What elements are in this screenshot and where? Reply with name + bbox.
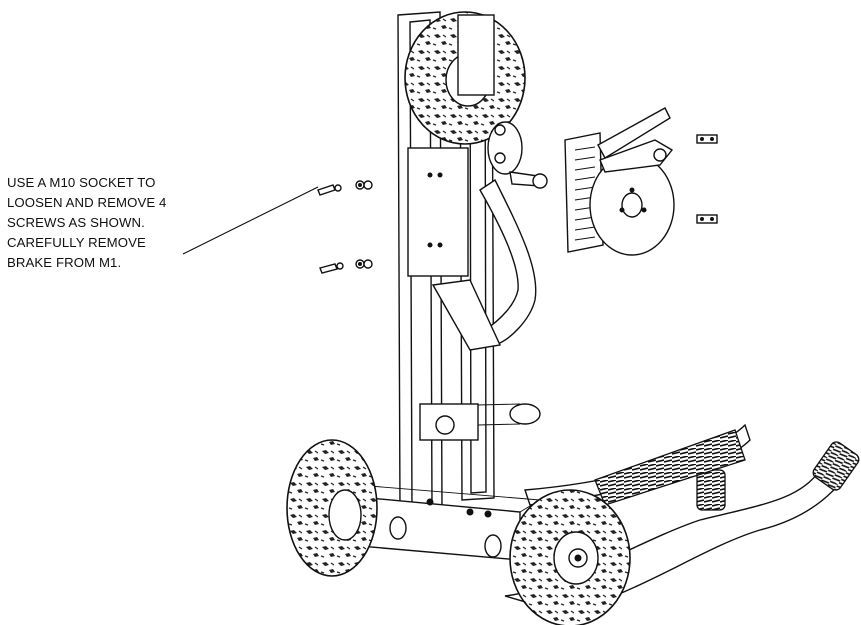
clips-right — [696, 134, 718, 224]
handle-grip-right — [812, 441, 860, 491]
handle-grip-center — [696, 469, 726, 511]
instruction-line-3: SCREWS AS SHOWN. — [7, 215, 145, 230]
instruction-line-4: CAREFULLY REMOVE — [7, 235, 146, 250]
wheel-rear-left — [286, 439, 378, 577]
clip-icon — [696, 134, 718, 144]
instruction-line-1: USE A M10 SOCKET TO — [7, 175, 156, 190]
instruction-text: USE A M10 SOCKET TO LOOSEN AND REMOVE 4 … — [7, 173, 207, 273]
diagonal-strut — [431, 178, 537, 351]
screw-icon — [317, 184, 336, 196]
screws-left — [317, 180, 373, 274]
footrest-grip — [594, 429, 746, 506]
leader-line — [182, 186, 319, 255]
brake-pivot — [487, 121, 548, 189]
top-wheel — [404, 11, 526, 145]
brake-assembly — [564, 107, 675, 256]
instruction-line-2: LOOSEN AND REMOVE 4 — [7, 195, 167, 210]
clip-icon — [696, 214, 718, 224]
screw-icon — [319, 263, 338, 274]
instruction-line-5: BRAKE FROM M1. — [7, 255, 122, 270]
brake-arm-upper — [597, 107, 671, 159]
brake-mount-plate — [407, 147, 469, 277]
wheel-front-right — [509, 489, 631, 625]
